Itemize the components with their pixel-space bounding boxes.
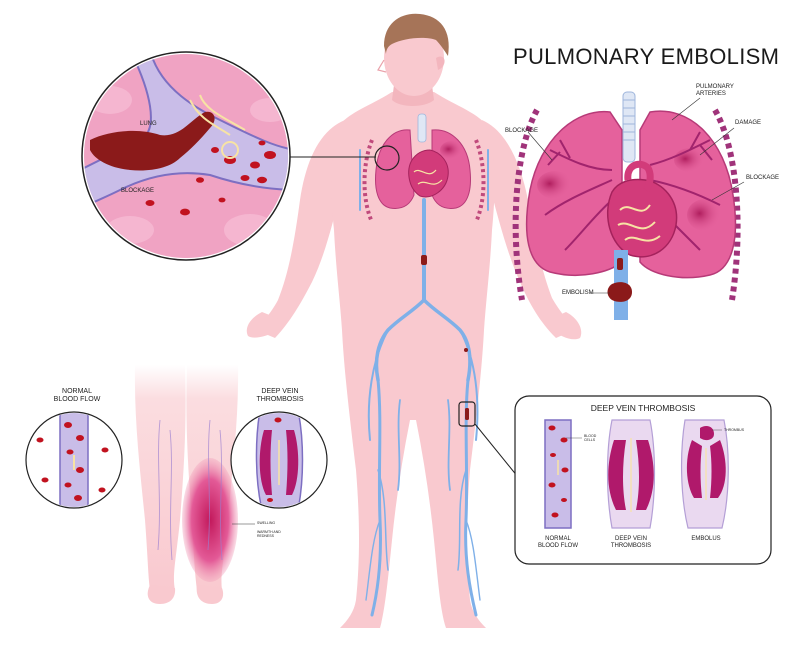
torso <box>331 92 495 628</box>
body-lung-left <box>375 129 415 209</box>
label-normal-blood-flow: NORMAL BLOOD FLOW <box>53 388 101 404</box>
zoom-fibers <box>189 94 246 159</box>
right-hand <box>548 312 582 340</box>
label-lung: LUNG <box>140 121 157 127</box>
label-deep-vein-thrombosis: DEEP VEIN THROMBOSIS <box>256 388 304 404</box>
dvt-panel <box>514 395 772 565</box>
embolus-clot <box>700 426 714 441</box>
page-title: PULMONARY EMBOLISM <box>513 44 780 69</box>
zoom-clot <box>90 111 215 171</box>
label-embolism: EMBOLISM <box>562 290 594 296</box>
left-arm <box>256 120 345 338</box>
label-warmth-redness: WARMTH AND REDNESS <box>257 530 281 539</box>
legs-back-view <box>134 365 255 604</box>
diagram-embolism-clot <box>607 282 632 302</box>
lung-diagram <box>512 91 745 320</box>
hair <box>384 13 449 56</box>
label-blockage-zoom: BLOCKAGE <box>121 188 155 194</box>
label-thrombus: THROMBUS <box>724 428 745 432</box>
swollen-calf <box>182 458 238 582</box>
dvt-circle <box>230 411 328 509</box>
dvt-zoom-marker <box>458 401 476 427</box>
leg-veins <box>157 419 223 561</box>
leader-dvt-panel <box>474 423 523 483</box>
label-blockage-right: BLOCKAGE <box>746 175 780 181</box>
left-hand <box>246 312 282 338</box>
label-swelling: SWELLING <box>257 521 276 525</box>
diagram-ribs-right <box>712 108 741 301</box>
label-damage: DAMAGE <box>735 120 762 126</box>
label-panel-dvt: DEEP VEIN THROMBOSIS <box>610 536 652 549</box>
ribs-right <box>474 139 486 223</box>
dvt-panel-title: DEEP VEIN THROMBOSIS <box>590 403 696 413</box>
ribs-left <box>362 139 374 223</box>
diagram-vein-clot <box>617 258 623 270</box>
left-foot <box>147 585 176 604</box>
body-heart-vessels <box>413 169 443 185</box>
diagram-heart <box>607 178 678 258</box>
diagram-heart-vessels <box>617 204 661 242</box>
label-pulmonary-arteries: PULMONARY ARTERIES <box>696 84 734 97</box>
diagram-lung-left <box>525 110 623 276</box>
dvt-normal-vessel <box>544 419 572 529</box>
lung-zoom-circle <box>81 51 291 261</box>
diagram-trachea-rings <box>623 99 635 141</box>
label-blood-cells: BLOOD CELLS <box>584 434 597 443</box>
diagram-leaders <box>527 97 745 294</box>
diagram-aorta <box>624 160 654 193</box>
nose <box>377 59 387 73</box>
diagram-trachea <box>622 91 636 163</box>
body-trachea <box>417 113 427 143</box>
right-foot <box>196 585 224 604</box>
dvt-thrombosis-vessel <box>606 419 656 529</box>
body-lung-shade <box>440 141 464 159</box>
ear <box>436 56 445 70</box>
dvt-embolus-vessel <box>680 419 729 529</box>
label-panel-normal: NORMAL BLOOD FLOW <box>537 536 578 549</box>
vein-clot-upper <box>421 255 427 265</box>
label-blockage-left: BLOCKAGE <box>505 128 539 134</box>
body-lung-zoom-marker <box>374 145 400 171</box>
normal-flow-circle <box>25 411 123 509</box>
label-panel-embolus: EMBOLUS <box>691 536 721 542</box>
dvt-marker-clot <box>465 408 469 420</box>
vein-clot-thigh <box>464 348 468 352</box>
left-leg <box>134 365 186 590</box>
dvt-panel-leaders <box>566 429 722 439</box>
